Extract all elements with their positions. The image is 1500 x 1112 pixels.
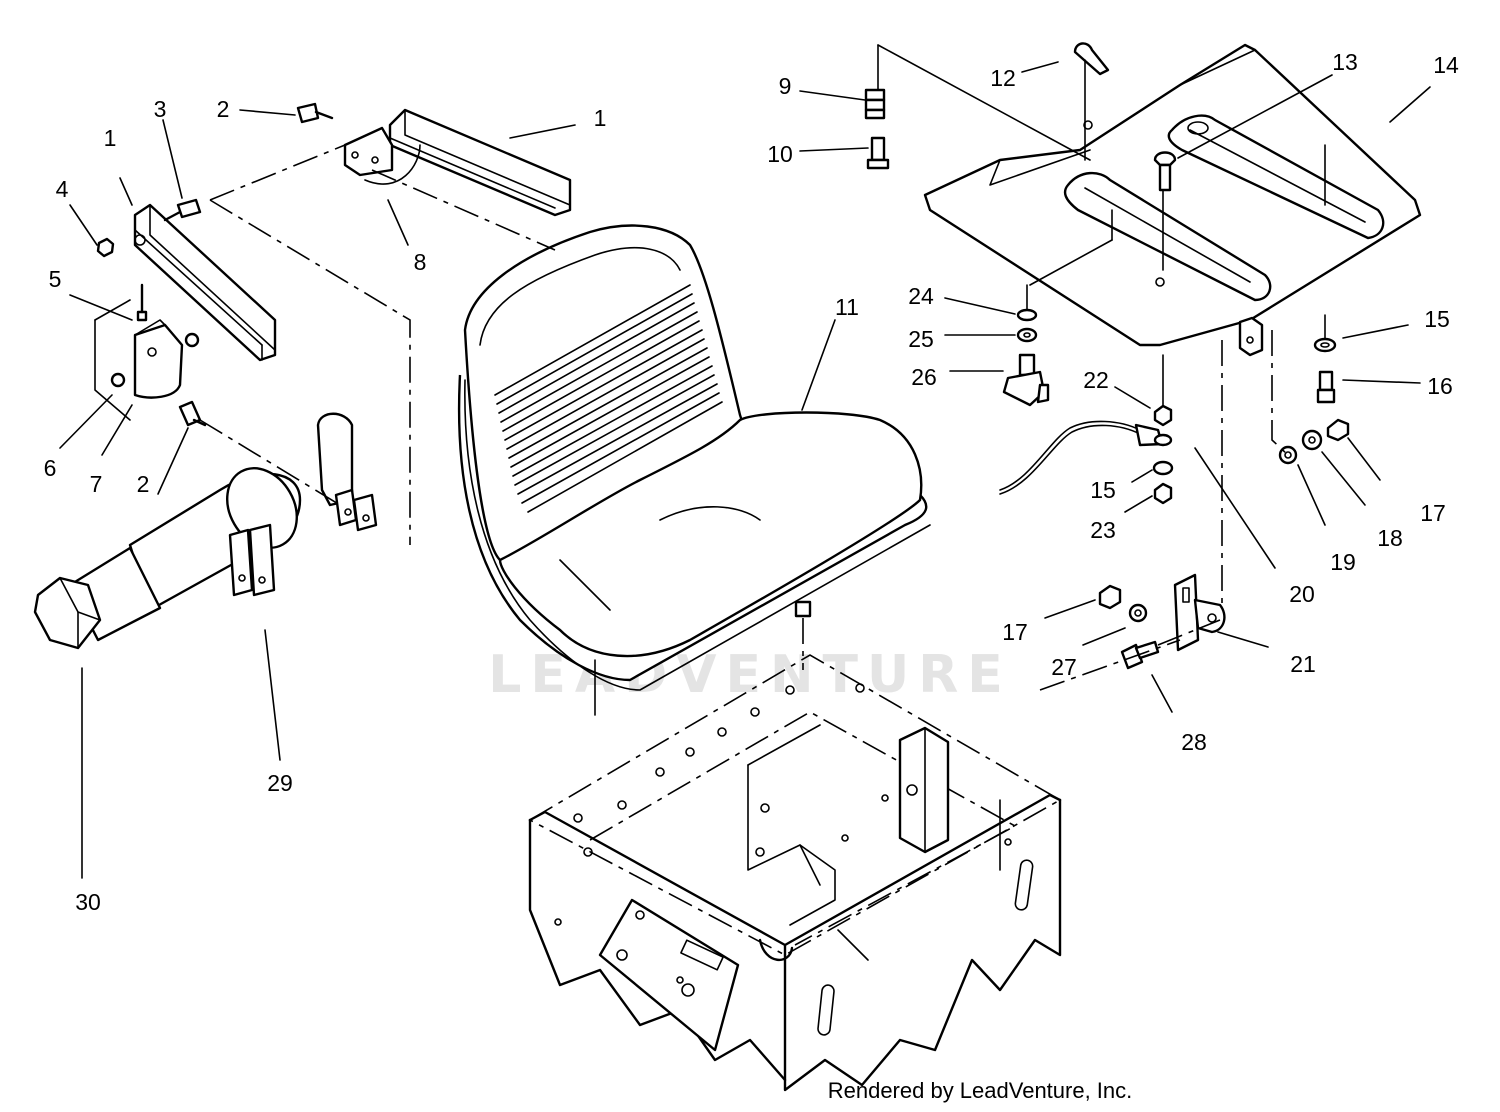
callout-21: 21	[1290, 651, 1316, 677]
callout-28: 28	[1181, 729, 1207, 755]
callout-29: 29	[267, 770, 293, 796]
seat-back-ribs	[494, 284, 723, 513]
callout-27: 27	[1051, 654, 1077, 680]
frame-holes	[554, 683, 1012, 926]
callout-2-bottom: 2	[137, 471, 150, 497]
callout-10: 10	[767, 141, 793, 167]
callout-14: 14	[1433, 52, 1459, 78]
callout-7: 7	[90, 471, 103, 497]
seat-mounting-plate	[864, 42, 1422, 357]
seat	[457, 224, 931, 716]
render-credit: Rendered by LeadVenture, Inc.	[828, 1078, 1133, 1103]
callout-18: 18	[1377, 525, 1403, 551]
callout-17-lower: 17	[1002, 619, 1028, 645]
callout-13: 13	[1332, 49, 1358, 75]
callout-5: 5	[49, 266, 62, 292]
callout-11: 11	[835, 294, 859, 320]
callout-19: 19	[1330, 549, 1356, 575]
callout-1-right: 1	[594, 105, 607, 131]
callout-24: 24	[908, 283, 934, 309]
callout-12: 12	[990, 65, 1016, 91]
callout-22: 22	[1083, 367, 1109, 393]
callout-15-right: 15	[1424, 306, 1450, 332]
callout-30: 30	[75, 889, 101, 915]
callout-3: 3	[154, 96, 167, 122]
callout-25: 25	[908, 326, 934, 352]
callout-8: 8	[414, 249, 427, 275]
callout-6: 6	[44, 455, 57, 481]
callout-4: 4	[56, 176, 69, 202]
left-armrest-assembly	[94, 198, 277, 427]
callout-26: 26	[911, 364, 937, 390]
callout-15-center: 15	[1090, 477, 1116, 503]
callout-17-right: 17	[1420, 500, 1446, 526]
callout-20: 20	[1289, 581, 1315, 607]
callout-16: 16	[1427, 373, 1453, 399]
callout-1-left: 1	[104, 125, 117, 151]
battery-strap-assembly	[33, 412, 378, 650]
callout-labels: 1 1 2 2 3 4 5 6 7 8 9 10 11 12 13 14 15 …	[44, 49, 1459, 915]
callout-leaders	[59, 61, 1431, 879]
seat-frame-base	[528, 654, 1062, 1092]
right-armrest-assembly	[209, 102, 572, 545]
seat-switch-hardware	[999, 284, 1350, 691]
callout-2-top: 2	[217, 96, 230, 122]
callout-9: 9	[779, 73, 792, 99]
callout-23: 23	[1090, 517, 1116, 543]
